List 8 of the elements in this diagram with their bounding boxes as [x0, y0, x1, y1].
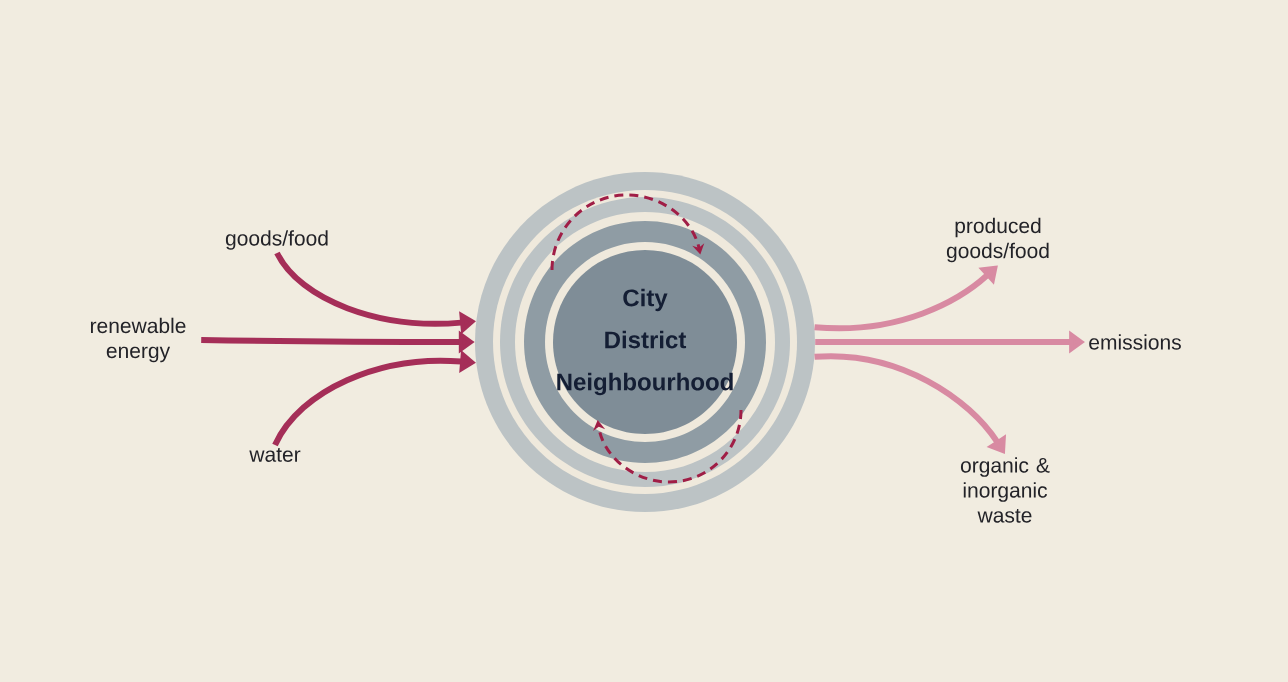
flow-label: emissions — [1089, 334, 1181, 350]
arrow — [814, 265, 998, 332]
flow-label: goods/food — [225, 230, 328, 250]
flow-label: organic & inorganic waste — [960, 457, 1050, 523]
flow-label: renewable energy — [90, 317, 186, 363]
flow-label: water — [249, 448, 301, 462]
flow-label: produced goods/food — [946, 217, 1049, 263]
arrow — [814, 353, 1007, 454]
